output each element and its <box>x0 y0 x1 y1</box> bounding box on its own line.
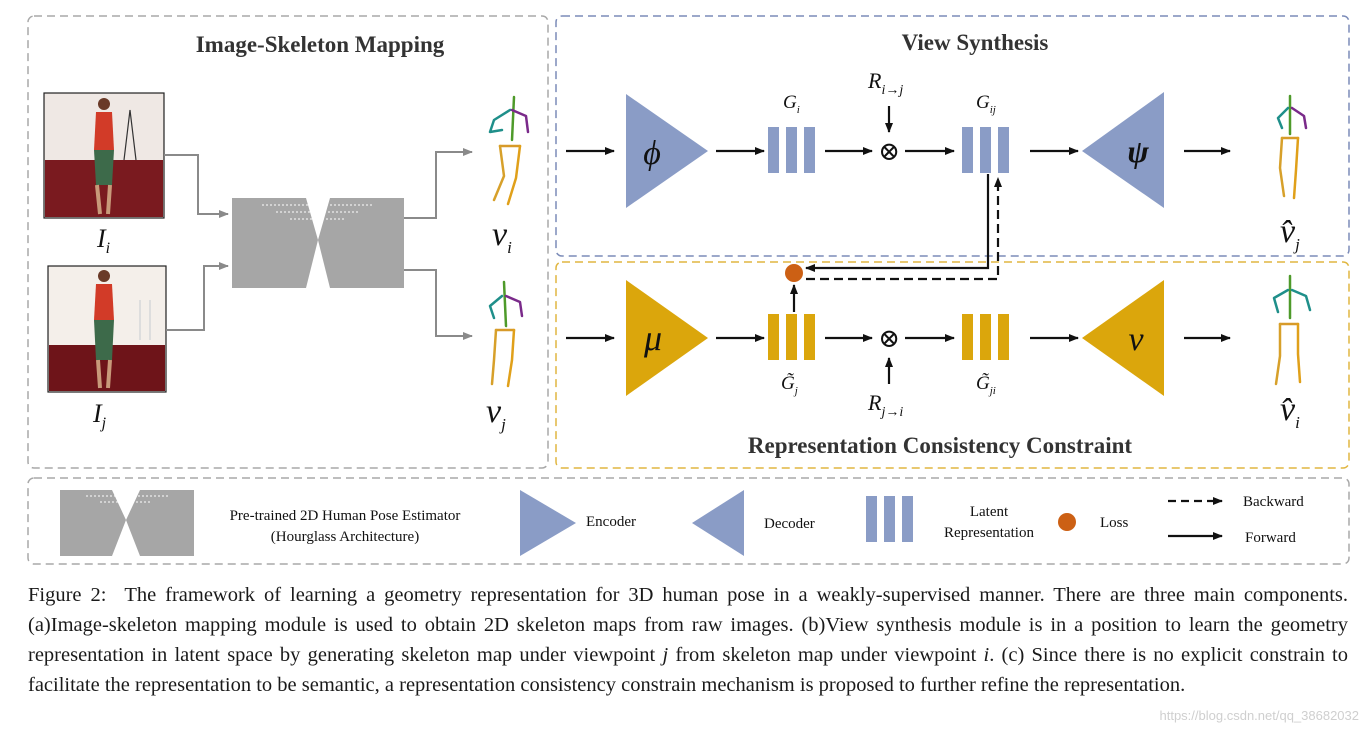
legend-decoder-label: Decoder <box>764 516 815 532</box>
latent-G-i <box>768 127 815 173</box>
legend-latent-line2: Representation <box>944 525 1034 541</box>
decoder-psi <box>1082 92 1164 208</box>
label-G-ij: Gij <box>976 92 996 116</box>
label-Gt-j: G̃j <box>781 373 798 397</box>
figure-caption: Figure 2: The framework of learning a ge… <box>28 580 1348 700</box>
label-R-ji: Rj→i <box>867 390 903 420</box>
caption-text-2: from skeleton map under viewpoint <box>668 644 984 666</box>
caption-var-j: j <box>662 644 669 666</box>
image-j-photo <box>47 265 167 393</box>
nu-symbol: ν <box>1128 321 1144 358</box>
label-v-j: vj <box>486 393 506 434</box>
skeleton-vhat-j <box>1276 94 1308 200</box>
synthesis-title: View Synthesis <box>902 30 1049 55</box>
encoder-mu <box>626 280 708 396</box>
label-image-i: Ii <box>96 224 110 257</box>
label-vhat-i: v̂i <box>1280 391 1300 432</box>
label-vhat-j: v̂j <box>1280 213 1300 254</box>
legend-panel <box>27 477 1350 565</box>
encoder-phi <box>626 94 708 208</box>
view-synthesis-panel <box>555 15 1350 257</box>
loss-dot <box>785 264 803 282</box>
image-i-photo <box>43 92 165 219</box>
legend-encoder-label: Encoder <box>586 514 636 530</box>
legend-decoder-icon <box>692 490 744 556</box>
arrow-loss-to-Gij-backward <box>806 177 1002 281</box>
latent-Gt-ji <box>962 314 1009 360</box>
legend-backward-label: Backward <box>1243 494 1304 510</box>
caption-var-i: i <box>983 644 990 666</box>
legend-latent-line1: Latent <box>970 504 1009 520</box>
legend-forward-label: Forward <box>1245 530 1296 546</box>
arrow-estimator-to-v-i <box>404 148 473 219</box>
label-G-i: Gi <box>783 92 800 116</box>
arrow-estimator-to-v-j <box>404 269 473 340</box>
arrow-Gij-to-loss-forward <box>805 174 990 272</box>
arrow-image-i-to-estimator <box>164 154 229 218</box>
legend-latent-icon <box>866 496 913 542</box>
legend-pose-estimator-line1: Pre-trained 2D Human Pose Estimator <box>230 508 461 524</box>
psi-symbol: ψ <box>1127 133 1149 169</box>
label-v-i: vi <box>492 216 512 257</box>
legend-loss-label: Loss <box>1100 515 1129 531</box>
label-Gt-ji: G̃ji <box>976 373 996 397</box>
skeleton-v-i <box>488 95 530 206</box>
consistency-title: Representation Consistency Constraint <box>748 433 1133 458</box>
hourglass-estimator <box>232 198 404 288</box>
watermark: https://blog.csdn.net/qq_38682032 <box>1159 708 1360 723</box>
consistency-constraint-panel <box>555 261 1350 469</box>
skeleton-v-j <box>488 280 524 388</box>
latent-Gt-j <box>768 314 815 360</box>
legend-loss-icon <box>1058 513 1076 531</box>
mu-symbol: μ <box>643 318 662 358</box>
arrow-image-j-to-estimator <box>166 262 229 331</box>
label-image-j: Ij <box>92 399 107 432</box>
legend-hourglass-icon <box>60 490 194 556</box>
latent-G-ij <box>962 127 1009 173</box>
mapping-title: Image-Skeleton Mapping <box>196 32 445 57</box>
legend-encoder-icon <box>520 490 576 556</box>
legend-pose-estimator-line2: (Hourglass Architecture) <box>271 529 419 545</box>
caption-text-3: . (c) Since there is no explicit constra… <box>28 644 1348 696</box>
label-R-ij: Ri→j <box>867 68 903 98</box>
caption-lead: Figure 2: <box>28 584 107 606</box>
phi-symbol: ϕ <box>643 135 661 172</box>
caption-text-1: The framework of learning a geometry rep… <box>28 584 1349 666</box>
decoder-nu <box>1082 280 1164 396</box>
skeleton-vhat-i <box>1272 274 1312 386</box>
image-skeleton-mapping-panel <box>27 15 549 469</box>
otimes-bottom: ⊗ <box>878 324 900 353</box>
otimes-top: ⊗ <box>878 137 900 166</box>
